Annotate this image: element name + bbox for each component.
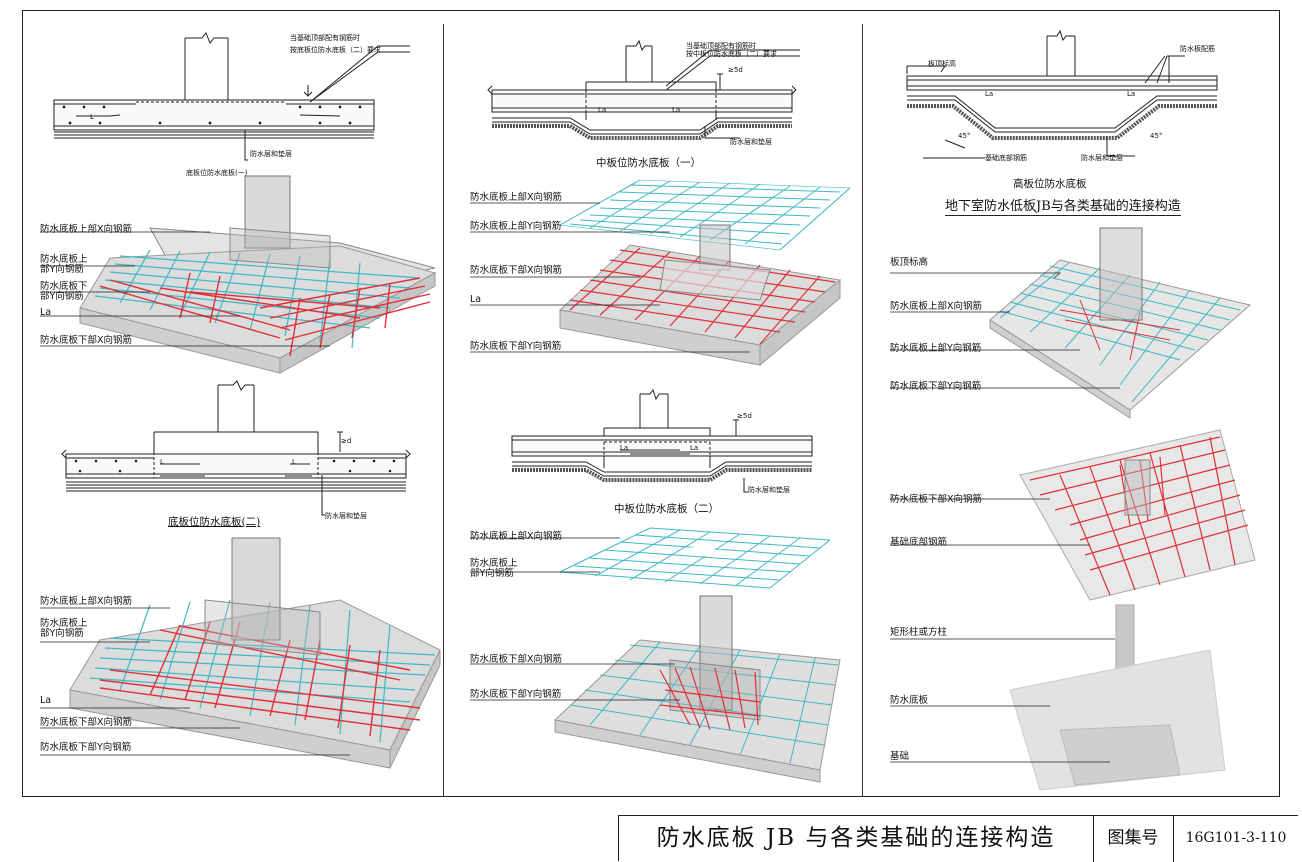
column-divider-1	[443, 24, 444, 796]
drawing-title: 防水底板 JB 与各类基础的连接构造	[619, 816, 1094, 862]
drawing-frame	[22, 10, 1280, 797]
left-iso1-caption: 底板位防水底板(一)	[186, 169, 248, 177]
right-sec-layer: 防水层和垫层	[1081, 154, 1123, 162]
atlas-number: 16G101-3-110	[1185, 830, 1287, 846]
left-sec2-dim: ≥d	[341, 437, 352, 445]
middle-sec1-la-1: La	[598, 106, 607, 114]
right-sec-rebar: 防水板配筋	[1180, 45, 1215, 53]
middle-sec2-la-1: La	[620, 444, 629, 452]
left-section-1-drawing	[53, 32, 410, 161]
right-iso2-label-1: 基础底部钢筋	[890, 537, 948, 548]
left-sec1-note2: 按底板位防水底板（二）要求	[290, 46, 381, 54]
left-sec2-la-2: L	[292, 458, 296, 466]
middle-sec1-note1: 当基础顶部配有钢筋时	[686, 42, 756, 50]
middle-iso1-label-0: 防水底板上部X向钢筋	[470, 192, 563, 203]
left-iso2-label-0: 防水底板上部X向钢筋	[40, 596, 133, 607]
middle-iso2-label-2: 部Y向钢筋	[470, 568, 514, 579]
middle-sec2-la-2: La	[690, 444, 699, 452]
middle-sec1-la-2: La	[672, 106, 681, 114]
middle-iso1-label-2: 防水底板下部X向钢筋	[470, 265, 563, 276]
middle-sec1-layer: 防水层和垫层	[730, 138, 772, 146]
left-iso2-label-5: 防水底板下部Y向钢筋	[40, 742, 132, 753]
left-iso1-label-3: 防水底板下	[40, 281, 88, 292]
left-iso1-label-6: 防水底板下部X向钢筋	[40, 335, 133, 346]
middle-iso-1-drawing	[470, 179, 851, 367]
right-iso2-label-0: 防水底板下部X向钢筋	[890, 494, 983, 505]
left-iso2-label-2: 部Y向钢筋	[40, 628, 84, 639]
right-sec-la-1: La	[985, 90, 994, 98]
middle-iso2-label-4: 防水底板下部Y向钢筋	[470, 689, 562, 700]
left-sec2-caption: 底板位防水底板(二)	[168, 516, 261, 528]
right-iso3-label-1: 防水底板	[890, 695, 929, 706]
right-iso1-label-1: 防水底板上部X向钢筋	[890, 301, 983, 312]
right-iso3-label-0: 矩形柱或方柱	[890, 627, 948, 638]
right-iso-1-drawing	[890, 227, 1252, 419]
middle-sec2-dim: ≥5d	[737, 412, 752, 420]
left-iso-1-drawing	[40, 175, 437, 374]
left-iso2-label-4: 防水底板下部X向钢筋	[40, 717, 133, 728]
atlas-label: 图集号	[1093, 816, 1174, 862]
right-iso-3-drawing	[890, 604, 1226, 791]
left-sec1-la: L	[90, 113, 94, 121]
left-sec1-layer: 防水层和垫层	[250, 150, 292, 158]
right-group-title: 地下室防水低板JB与各类基础的连接构造	[945, 195, 1181, 216]
left-sec2-la-1: L	[160, 458, 164, 466]
middle-iso2-label-0: 防水底板上部X向钢筋	[470, 531, 563, 542]
middle-iso1-label-4: 防水底板下部Y向钢筋	[470, 341, 562, 352]
right-iso-2-drawing	[890, 429, 1256, 601]
left-iso1-label-1: 防水底板上	[40, 254, 88, 265]
left-iso1-label-5: La	[40, 307, 52, 318]
middle-sec2-layer: 防水层和垫层	[748, 486, 790, 494]
left-iso2-label-3: La	[40, 695, 52, 706]
right-iso1-label-2: 防水底板上部Y向钢筋	[890, 343, 982, 354]
right-sec-top-level: 板顶标高	[928, 60, 956, 68]
right-sec-angle-1: 45°	[958, 132, 971, 140]
title-block: 防水底板 JB 与各类基础的连接构造 图集号 16G101-3-110	[618, 815, 1298, 862]
middle-section-1-drawing	[487, 39, 800, 140]
middle-section-2-drawing	[511, 388, 813, 493]
right-iso3-label-2: 基础	[890, 751, 910, 762]
left-iso-2-drawing	[40, 537, 441, 769]
middle-iso2-label-1: 防水底板上	[470, 558, 518, 569]
middle-iso1-label-3: La	[470, 294, 482, 305]
right-iso1-label-3: 防水底板下部Y向钢筋	[890, 381, 982, 392]
left-iso1-label-2: 部Y向钢筋	[40, 264, 84, 275]
right-sec-caption: 高板位防水底板	[1013, 178, 1087, 190]
middle-sec1-note2: 按中板位防水底板（二）要求	[686, 50, 777, 58]
left-sec2-layer: 防水层和垫层	[325, 512, 367, 520]
left-sec1-note1: 当基础顶部配有钢筋时	[290, 34, 360, 42]
left-iso2-label-1: 防水底板上	[40, 618, 88, 629]
middle-sec1-dim: ≥5d	[728, 66, 743, 74]
left-section-2-drawing	[61, 380, 411, 516]
right-iso1-label-0: 板顶标高	[890, 257, 929, 268]
right-sec-base-rebar: 基础底部钢筋	[985, 154, 1027, 162]
middle-iso1-label-1: 防水底板上部Y向钢筋	[470, 221, 562, 232]
left-iso1-label-0: 防水底板上部X向钢筋	[40, 224, 133, 235]
middle-sec2-caption: 中板位防水底板（二）	[614, 503, 719, 515]
right-sec-angle-2: 45°	[1150, 132, 1163, 140]
middle-iso2-label-3: 防水底板下部X向钢筋	[470, 654, 563, 665]
middle-sec1-caption: 中板位防水底板（一）	[596, 157, 701, 169]
column-divider-2	[862, 24, 863, 796]
right-sec-la-2: La	[1127, 90, 1136, 98]
left-iso1-label-4: 部Y向钢筋	[40, 291, 84, 302]
right-section-drawing	[906, 29, 1218, 159]
middle-iso-2-drawing	[470, 527, 841, 783]
